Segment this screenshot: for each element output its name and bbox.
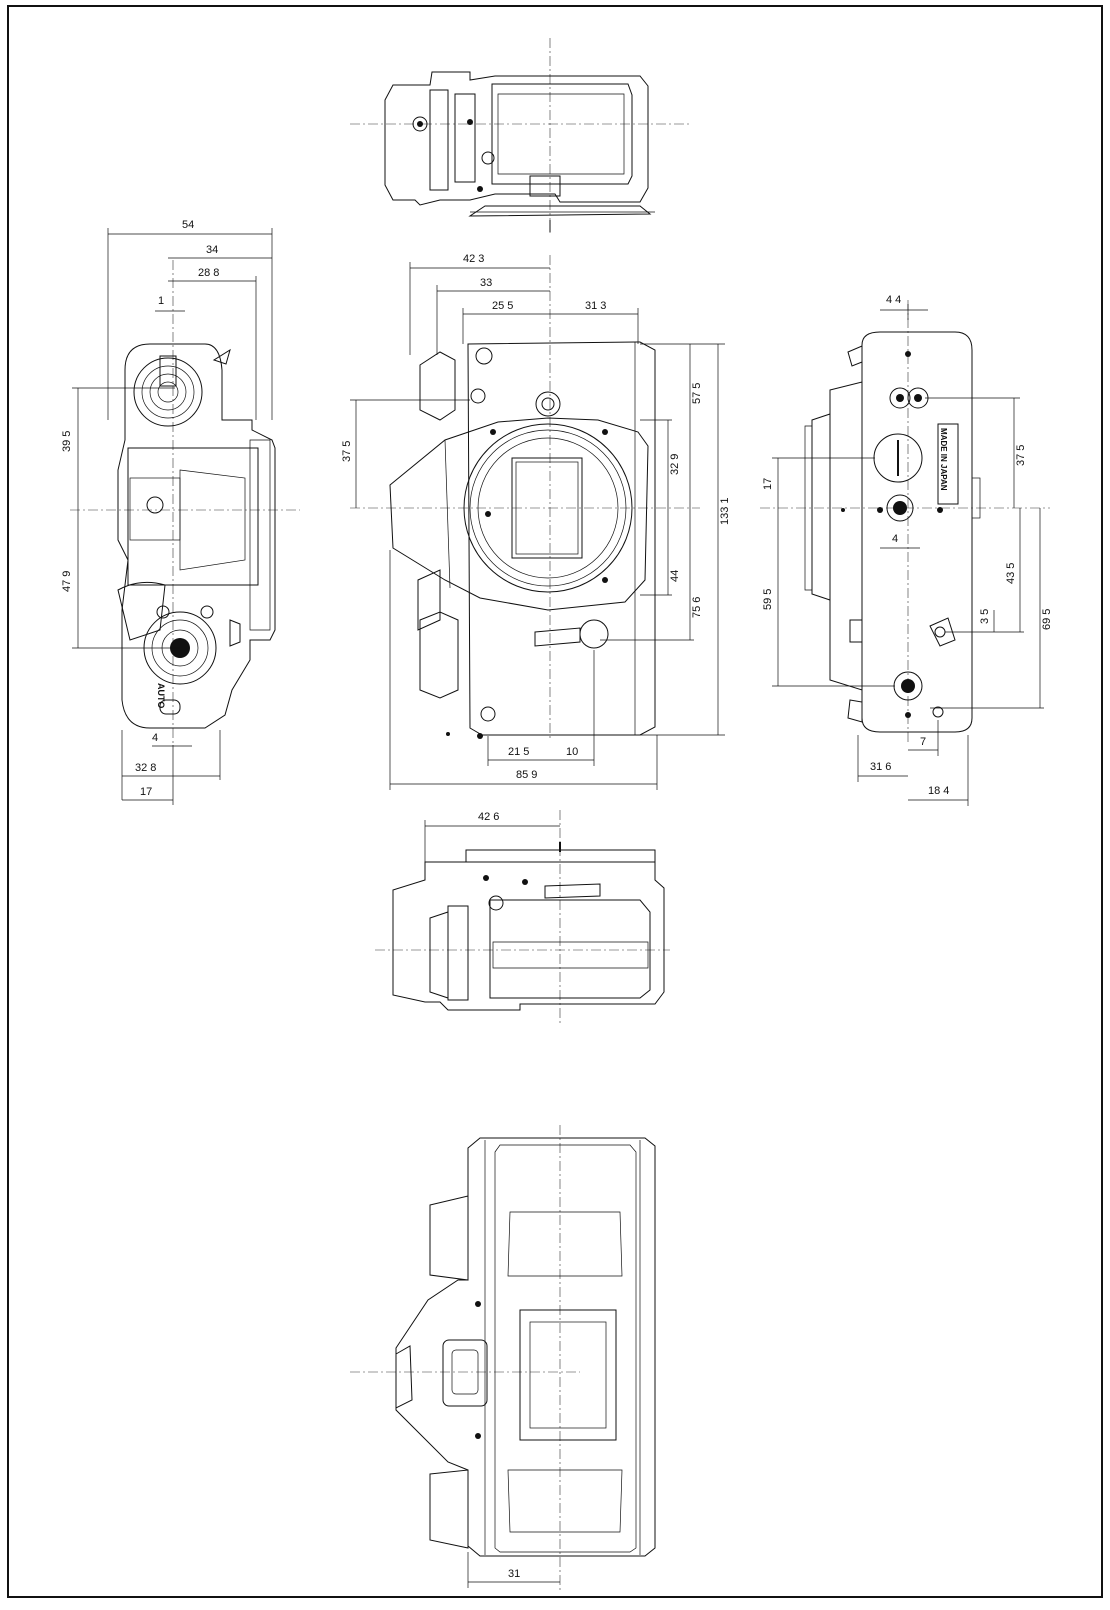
sheet-border — [7, 5, 1103, 1598]
dim-28-8: 28 8 — [198, 267, 219, 279]
made-in-japan-label: MADE IN JAPAN — [939, 428, 948, 491]
dim-10: 10 — [566, 746, 578, 758]
back-view — [350, 1125, 656, 1590]
dim-32-8: 32 8 — [135, 762, 156, 774]
dim-18-4: 18 4 — [928, 785, 949, 797]
top-plate-view: AUTO — [70, 260, 300, 745]
back-dimensions: 31 — [467, 1552, 560, 1588]
dim-17: 17 — [140, 786, 152, 798]
dim-4-side: 4 — [892, 533, 898, 545]
dim-3-5: 3 5 — [979, 609, 991, 624]
dim-17-side: 17 — [762, 478, 774, 490]
dim-69-5: 69 5 — [1041, 609, 1053, 630]
dim-37-5-side: 37 5 — [1015, 445, 1027, 466]
front-view — [350, 255, 700, 740]
top-plate-dimensions: 54 34 28 8 1 39 5 47 9 4 32 8 17 — [61, 219, 273, 805]
bottom-view — [375, 810, 670, 1025]
dim-34: 34 — [206, 244, 218, 256]
dim-57-5: 57 5 — [691, 383, 703, 404]
bottom-dimensions: 42 6 — [424, 811, 560, 880]
dim-32-9: 32 9 — [669, 454, 681, 475]
dim-7: 7 — [920, 736, 926, 748]
top-view — [350, 38, 690, 236]
dim-31-back: 31 — [508, 1568, 520, 1580]
dim-33: 33 — [480, 277, 492, 289]
dim-21-5: 21 5 — [508, 746, 529, 758]
side-dimensions: 4 4 37 5 17 4 59 5 43 5 3 5 69 5 7 31 6 … — [762, 294, 1053, 806]
dim-4-4: 4 4 — [886, 294, 901, 306]
dim-31-6: 31 6 — [870, 761, 891, 773]
dim-43-5: 43 5 — [1005, 563, 1017, 584]
dim-47-9: 47 9 — [61, 571, 73, 592]
dim-37-5: 37 5 — [341, 441, 353, 462]
side-view: MADE IN JAPAN — [760, 300, 1050, 745]
dim-31-3: 31 3 — [585, 300, 606, 312]
dim-44: 44 — [669, 570, 681, 582]
dim-4: 4 — [152, 732, 158, 744]
dim-42-3: 42 3 — [463, 253, 484, 265]
dim-133-1: 133 1 — [719, 497, 731, 525]
dim-85-9: 85 9 — [516, 769, 537, 781]
dim-54: 54 — [182, 219, 194, 231]
dim-25-5: 25 5 — [492, 300, 513, 312]
dim-1: 1 — [158, 295, 164, 307]
dim-42-6: 42 6 — [478, 811, 499, 823]
auto-label: AUTO — [156, 683, 166, 708]
dim-75-6: 75 6 — [691, 597, 703, 618]
dim-59-5: 59 5 — [762, 589, 774, 610]
dim-39-5: 39 5 — [61, 431, 73, 452]
front-dimensions: 42 3 33 25 5 31 3 37 5 57 5 32 9 133 1 4… — [341, 253, 731, 790]
